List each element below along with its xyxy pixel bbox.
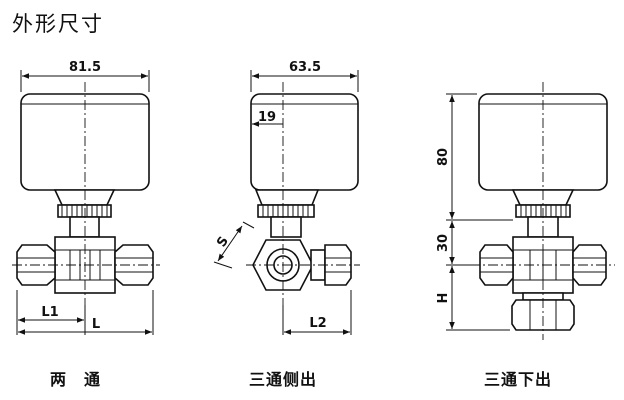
dim-l1: L1 — [41, 305, 58, 320]
dim-l2: L2 — [309, 316, 326, 331]
knurled-collar — [53, 189, 116, 238]
page-title: 外形尺寸 — [12, 12, 104, 36]
dim-s: S — [214, 234, 232, 250]
three-way-bottom-view — [446, 82, 615, 340]
dim-offset: 19 — [258, 110, 276, 125]
caption-three-way-side: 三通侧出 — [249, 370, 318, 389]
caption-three-way-bottom: 三通下出 — [484, 370, 553, 389]
dim-h: H — [436, 293, 451, 304]
dim-l: L — [92, 317, 100, 332]
caption-two-way: 两 通 — [50, 370, 102, 389]
dim-actuator-height: 80 — [436, 148, 451, 166]
dim-neck-height: 30 — [436, 234, 451, 252]
dim-width-three-way-side: 63.5 — [289, 60, 321, 75]
two-way-view — [12, 70, 160, 335]
dim-width-two-way: 81.5 — [69, 60, 101, 75]
actuator-body — [250, 93, 359, 191]
knurled-collar — [254, 189, 320, 238]
three-way-side-view — [213, 70, 360, 335]
